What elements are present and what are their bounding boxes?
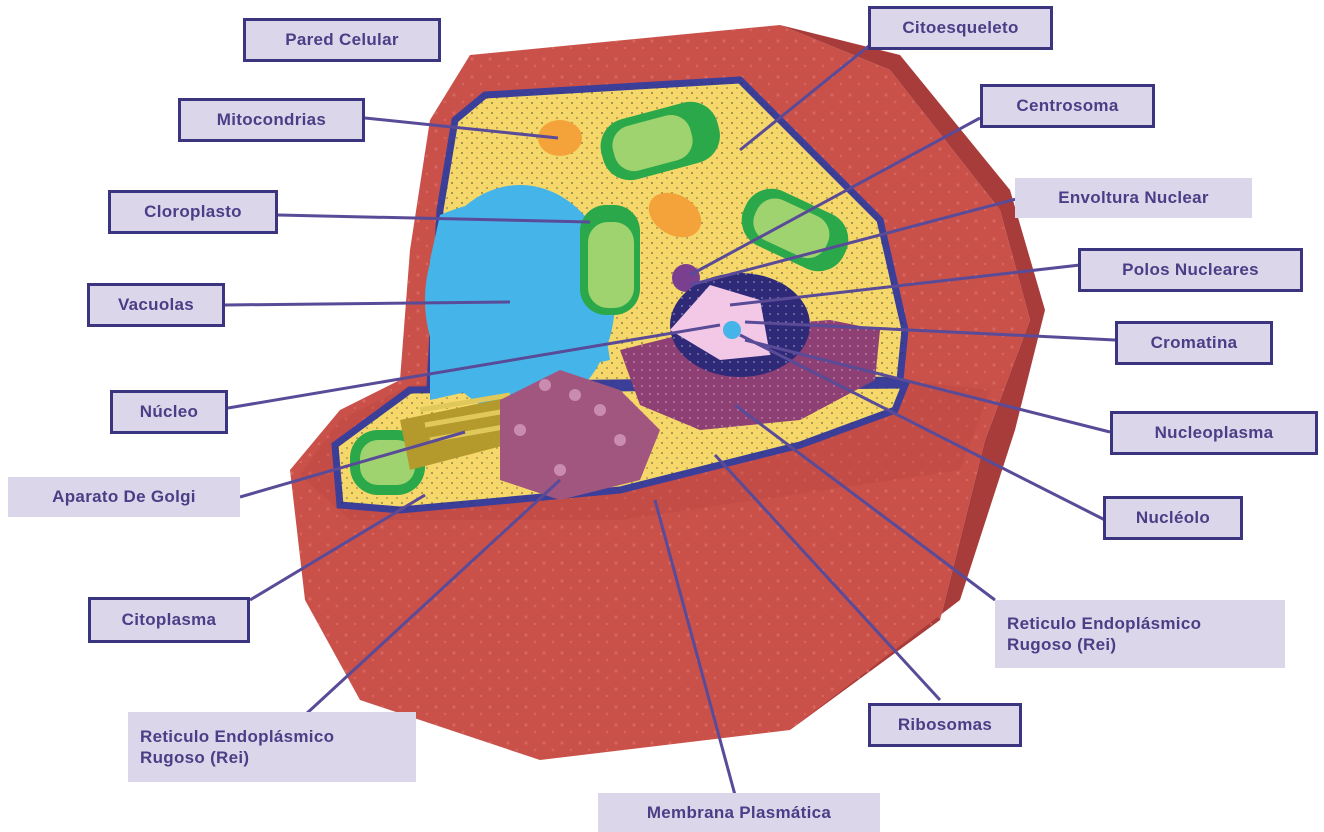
label-ribosomas: Ribosomas bbox=[868, 703, 1022, 747]
label-text: Citoesqueleto bbox=[902, 18, 1018, 38]
label-text: Nucléolo bbox=[1136, 508, 1210, 528]
label-membrana-plasmatica: Membrana Plasmática bbox=[598, 793, 880, 832]
label-text: Ribosomas bbox=[898, 715, 992, 735]
label-envoltura-nuclear: Envoltura Nuclear bbox=[1015, 178, 1252, 218]
label-text: Cromatina bbox=[1151, 333, 1238, 353]
label-line-2: Rugoso (Rei) bbox=[1007, 634, 1201, 655]
label-line-1: Reticulo Endoplásmico bbox=[1007, 613, 1201, 634]
label-nucleoplasma: Nucleoplasma bbox=[1110, 411, 1318, 455]
label-text: Núcleo bbox=[140, 402, 198, 422]
label-aparato-golgi: Aparato De Golgi bbox=[8, 477, 240, 517]
label-nucleo: Núcleo bbox=[110, 390, 228, 434]
label-citoplasma: Citoplasma bbox=[88, 597, 250, 643]
label-text: Pared Celular bbox=[285, 30, 399, 50]
label-centrosoma: Centrosoma bbox=[980, 84, 1155, 128]
label-text: Membrana Plasmática bbox=[647, 803, 831, 823]
label-text: Polos Nucleares bbox=[1122, 260, 1259, 280]
label-text: Citoplasma bbox=[122, 610, 217, 630]
label-cromatina: Cromatina bbox=[1115, 321, 1273, 365]
label-mitocondrias: Mitocondrias bbox=[178, 98, 365, 142]
label-text: Nucleoplasma bbox=[1155, 423, 1274, 443]
label-polos-nucleares: Polos Nucleares bbox=[1078, 248, 1303, 292]
label-line-2: Rugoso (Rei) bbox=[140, 747, 334, 768]
label-nucleolo: Nucléolo bbox=[1103, 496, 1243, 540]
label-cloroplasto: Cloroplasto bbox=[108, 190, 278, 234]
label-pared-celular: Pared Celular bbox=[243, 18, 441, 62]
label-text: Mitocondrias bbox=[217, 110, 326, 130]
label-citoesqueleto: Citoesqueleto bbox=[868, 6, 1053, 50]
label-text: Aparato De Golgi bbox=[52, 487, 196, 507]
label-text: Centrosoma bbox=[1016, 96, 1118, 116]
label-text: Vacuolas bbox=[118, 295, 194, 315]
label-text: Cloroplasto bbox=[144, 202, 242, 222]
label-line-1: Reticulo Endoplásmico bbox=[140, 726, 334, 747]
label-vacuolas: Vacuolas bbox=[87, 283, 225, 327]
label-text: Envoltura Nuclear bbox=[1058, 188, 1209, 208]
